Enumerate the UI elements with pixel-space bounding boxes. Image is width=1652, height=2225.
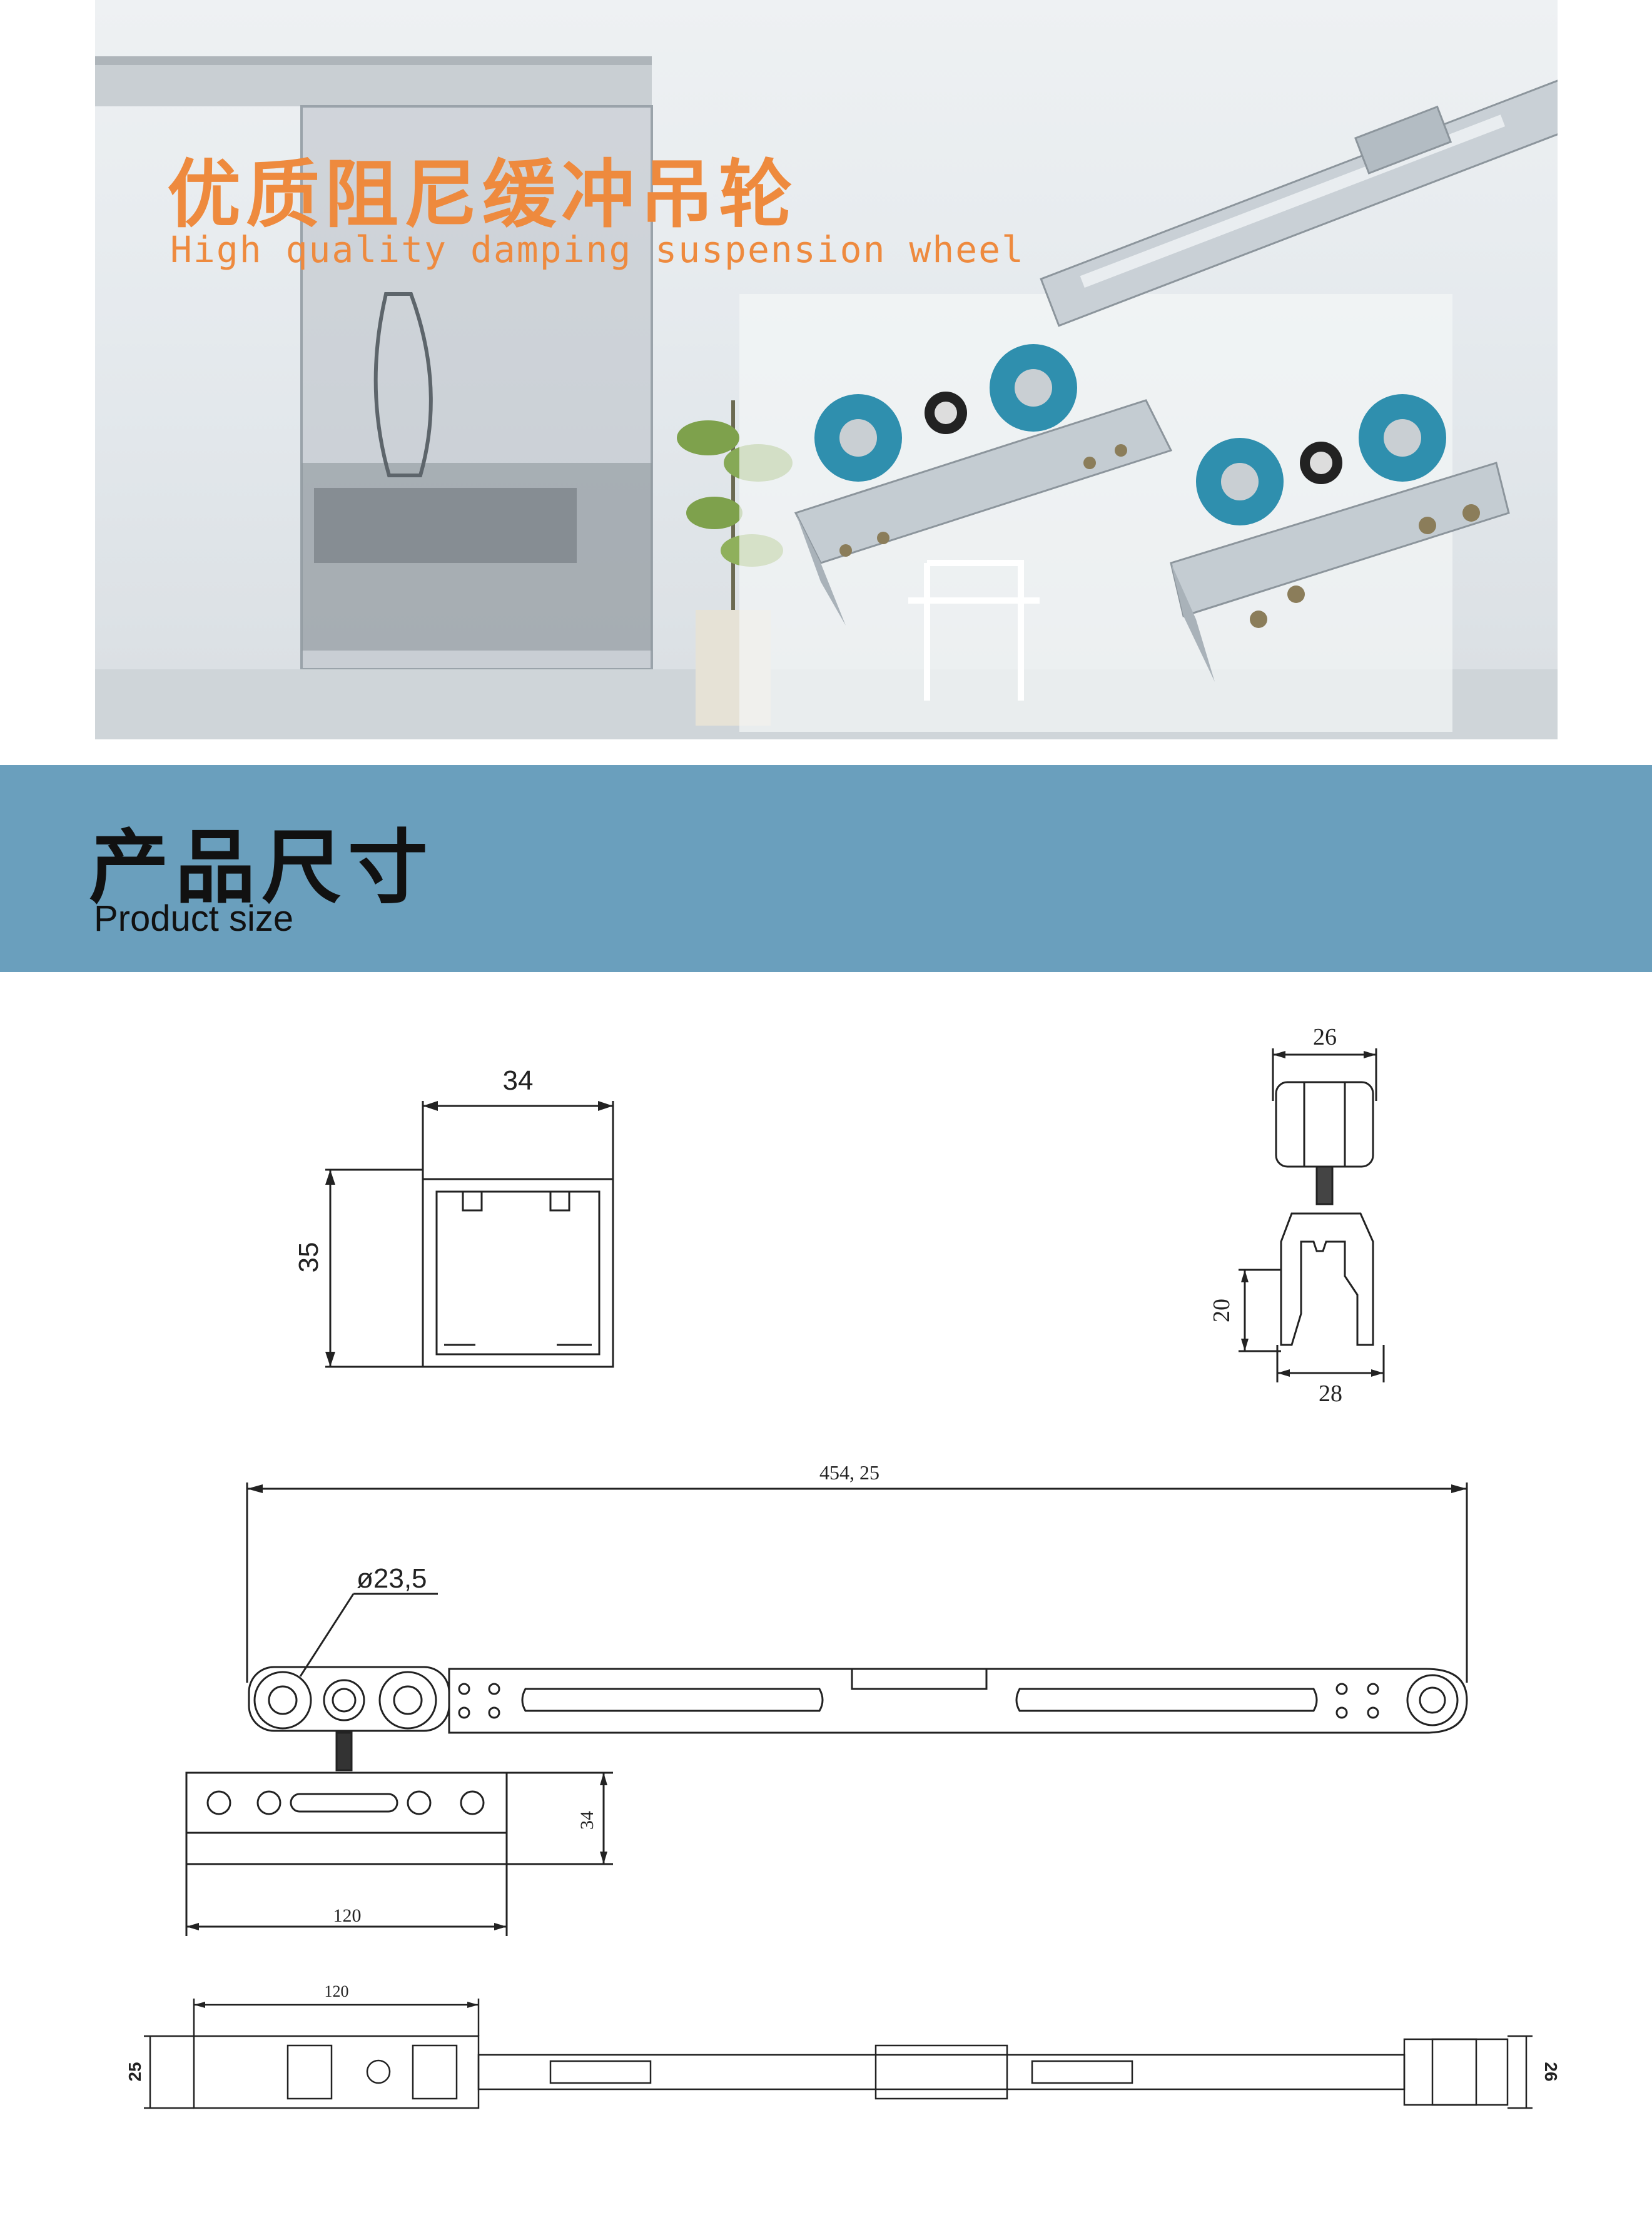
rail-height-label: 35 <box>293 1242 324 1273</box>
bracket-height-label: 34 <box>577 1811 597 1830</box>
plan-bracket-length-label: 120 <box>325 1982 349 2000</box>
hero-banner: 优质阻尼缓冲吊轮 High quality damping suspension… <box>95 0 1558 739</box>
assembly-elevation: 454, 25 ø23,5 34 <box>185 1461 1468 1936</box>
carrier-side-view: 26 20 28 <box>1209 1024 1385 1407</box>
section-title-english: Product size <box>94 898 294 939</box>
product-size-header: 产品尺寸 Product size <box>0 765 1652 972</box>
section-title-chinese: 产品尺寸 <box>89 821 435 915</box>
carrier-top-width-label: 26 <box>1313 1024 1337 1050</box>
assembly-plan-view: 120 25 26 <box>125 1982 1561 2109</box>
plan-right-height-label: 26 <box>1541 2062 1561 2081</box>
rail-cross-section: 34 35 <box>293 1065 614 1368</box>
rail-width-label: 34 <box>503 1065 534 1096</box>
hero-title-chinese: 优质阻尼缓冲吊轮 <box>167 151 798 238</box>
plan-left-height-label: 25 <box>125 2062 144 2081</box>
hero-title-english: High quality damping suspension wheel <box>170 228 1025 271</box>
wheel-diameter-label: ø23,5 <box>357 1563 427 1594</box>
overall-length-label: 454, 25 <box>819 1461 879 1484</box>
carrier-bottom-width-label: 28 <box>1319 1381 1342 1407</box>
carrier-height-label: 20 <box>1209 1299 1235 1322</box>
hero-product-photo <box>95 56 1558 739</box>
bracket-length-label: 120 <box>333 1905 362 1926</box>
